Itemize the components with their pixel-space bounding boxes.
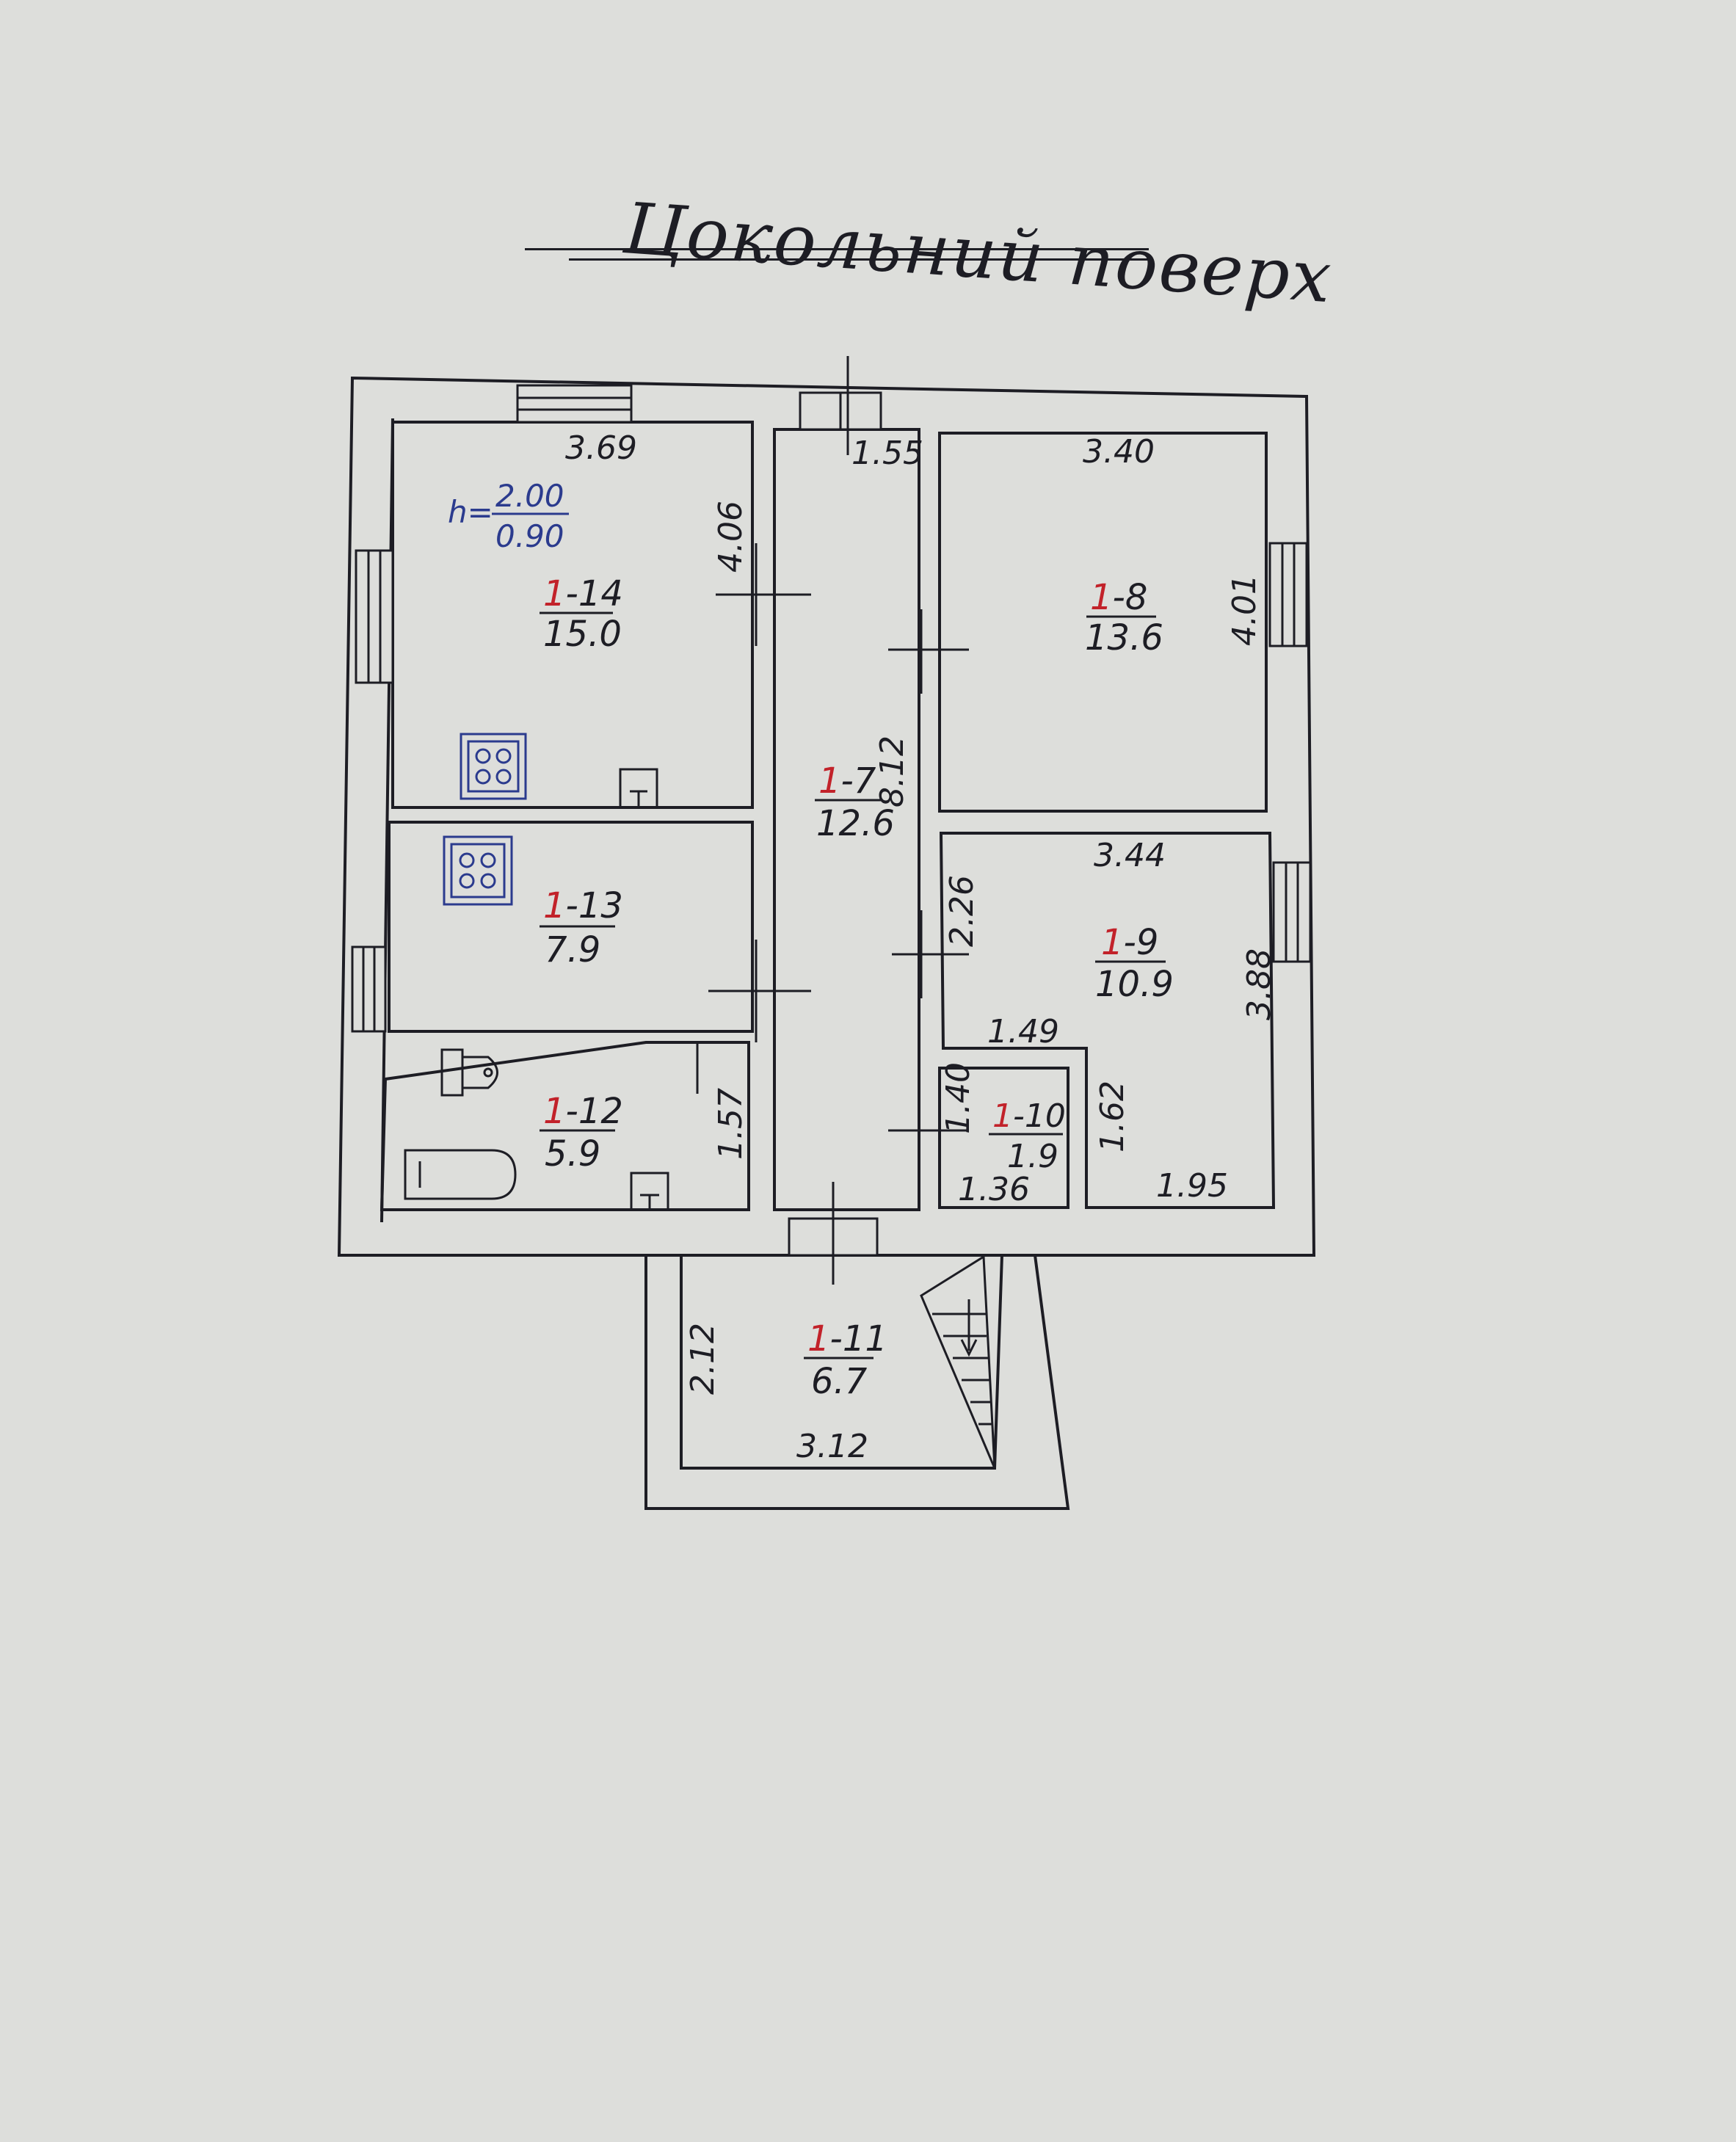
dimension-label: 1.36 [958,1171,1030,1208]
room-label-1-13: 1-13 7.9 [540,885,623,970]
sink-icon [630,1172,669,1211]
stove-icon [460,733,527,800]
room-1-12-outline [379,1041,750,1211]
svg-text:15.0: 15.0 [543,614,622,655]
room-1-8-outline [938,432,1268,813]
height-bottom: 0.90 [495,518,564,554]
room-label-1-12: 1-12 5.9 [540,1091,623,1175]
svg-text:1-13: 1-13 [543,885,623,926]
svg-text:12.6: 12.6 [816,803,895,844]
room-1-11-walls [644,1255,1070,1510]
sink-icon [619,768,658,809]
svg-text:7.9: 7.9 [545,929,600,970]
window-icon [1268,542,1308,647]
room-label-1-7: 1-7 12.6 [815,760,895,844]
svg-text:1-9: 1-9 [1101,922,1158,963]
room-1-13-outline [388,821,754,1033]
dimension-label: 3.12 [796,1428,868,1465]
window-icon [355,549,394,684]
room-1-11-outline [680,1255,1003,1470]
room-label-1-9: 1-9 10.9 [1095,922,1174,1005]
room-label-1-8: 1-8 13.6 [1085,577,1163,658]
window-icon [1272,861,1312,963]
svg-text:1-12: 1-12 [543,1091,623,1132]
svg-text:1-8: 1-8 [1090,577,1147,618]
room-label-1-14: 1-14 15.0 [540,573,623,655]
room-1-9-outline [939,832,1276,1209]
dimension-label: 1.57 [712,1088,749,1160]
dimension-label: 1.62 [1094,1081,1131,1152]
title-underline [525,248,1149,250]
room-label-1-10: 1-10 1.9 [989,1097,1066,1175]
dimension-label: 3.40 [1083,433,1155,471]
height-top: 2.00 [495,478,564,514]
bathtub-icon [404,1149,517,1200]
dimension-label: 3.44 [1094,837,1166,874]
window-icon [516,384,633,424]
stove-icon [443,835,513,906]
dimension-label: 2.12 [684,1323,722,1395]
svg-text:5.9: 5.9 [545,1133,600,1175]
dimension-label: 8.12 [874,736,911,807]
outer-wall [337,376,1316,1257]
svg-text:13.6: 13.6 [1085,617,1163,658]
dimension-label: 4.06 [712,501,749,573]
svg-text:6.7: 6.7 [811,1361,868,1402]
window-icon [799,391,882,431]
svg-text:10.9: 10.9 [1095,964,1174,1005]
dimension-label: 4.01 [1226,574,1263,646]
room-1-10-outline [938,1067,1069,1209]
height-prefix: h= [448,494,493,530]
dimension-label: 2.26 [943,875,981,947]
dimension-label: 1.95 [1156,1167,1228,1205]
svg-text:1-10: 1-10 [992,1097,1066,1135]
window-icon [351,945,387,1033]
dimension-label: 1.40 [940,1062,977,1134]
svg-text:1-11: 1-11 [807,1318,887,1359]
height-note: h= 2.00 0.90 [448,478,569,554]
toilet-icon [440,1048,498,1097]
dimension-label: 1.49 [987,1013,1059,1050]
stair-icon [920,1255,996,1469]
dimension-label: 3.69 [565,429,637,467]
room-label-1-11: 1-11 6.7 [804,1318,887,1402]
svg-text:1.9: 1.9 [1007,1138,1058,1175]
svg-text:1-7: 1-7 [818,760,876,802]
title-underline [569,258,1149,261]
svg-text:1-14: 1-14 [543,573,623,614]
dimension-label: 3.88 [1241,948,1278,1020]
dimension-label: 1.55 [851,435,923,472]
